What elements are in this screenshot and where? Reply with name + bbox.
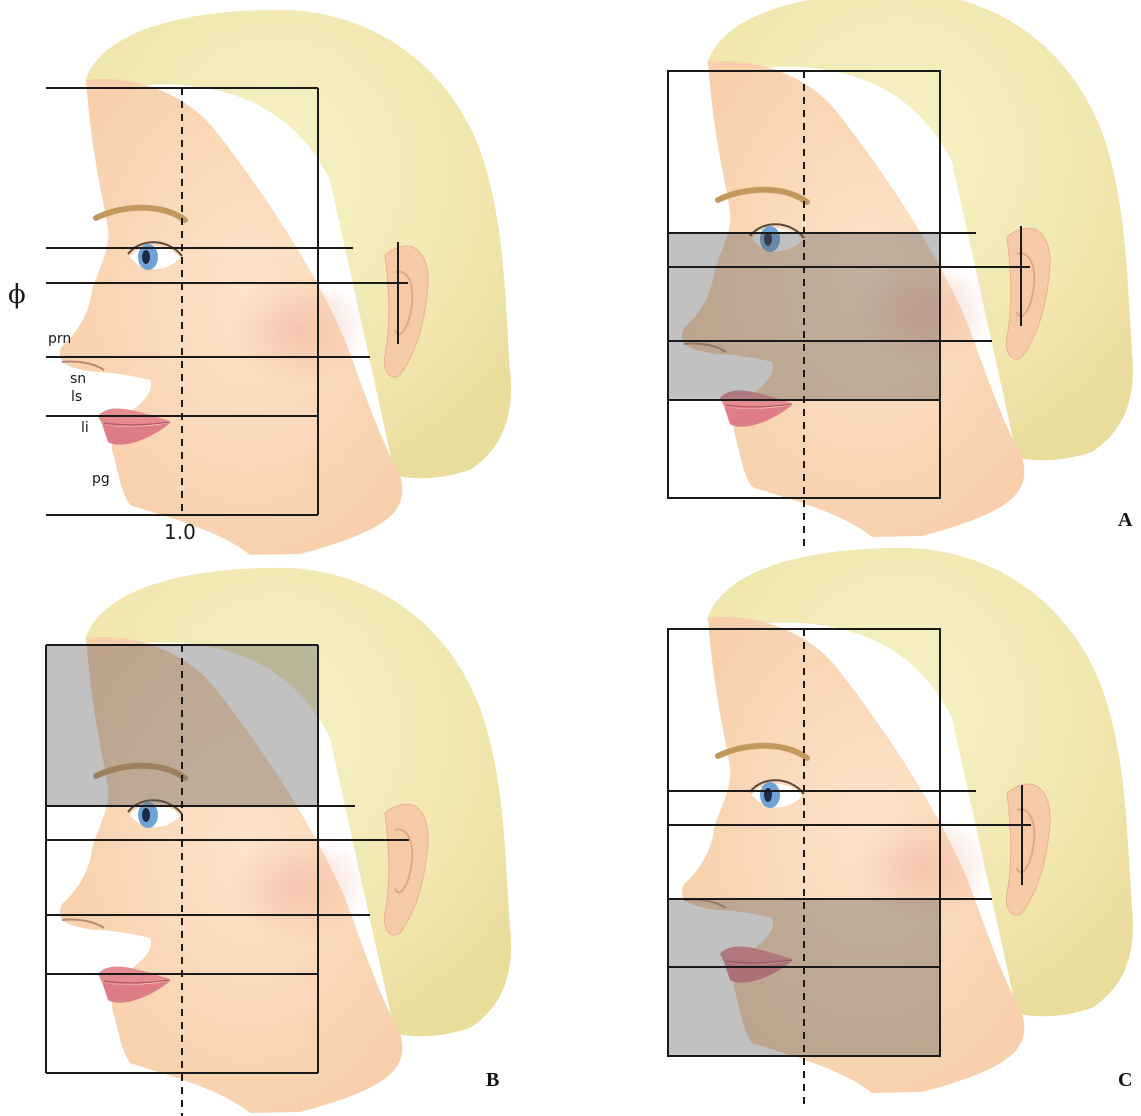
ls-label: ls — [71, 389, 82, 405]
pg-label: pg — [92, 471, 110, 487]
li-label: li — [81, 420, 89, 436]
panel-b-letter: B — [486, 1069, 499, 1091]
prn-label: prn — [48, 331, 71, 347]
ratio-label: 1.0 — [164, 520, 196, 544]
sn-label: sn — [70, 371, 86, 387]
panel-a-letter: A — [1118, 509, 1133, 531]
panel-c-letter: C — [1118, 1069, 1132, 1091]
phi-label: ϕ — [8, 280, 26, 310]
